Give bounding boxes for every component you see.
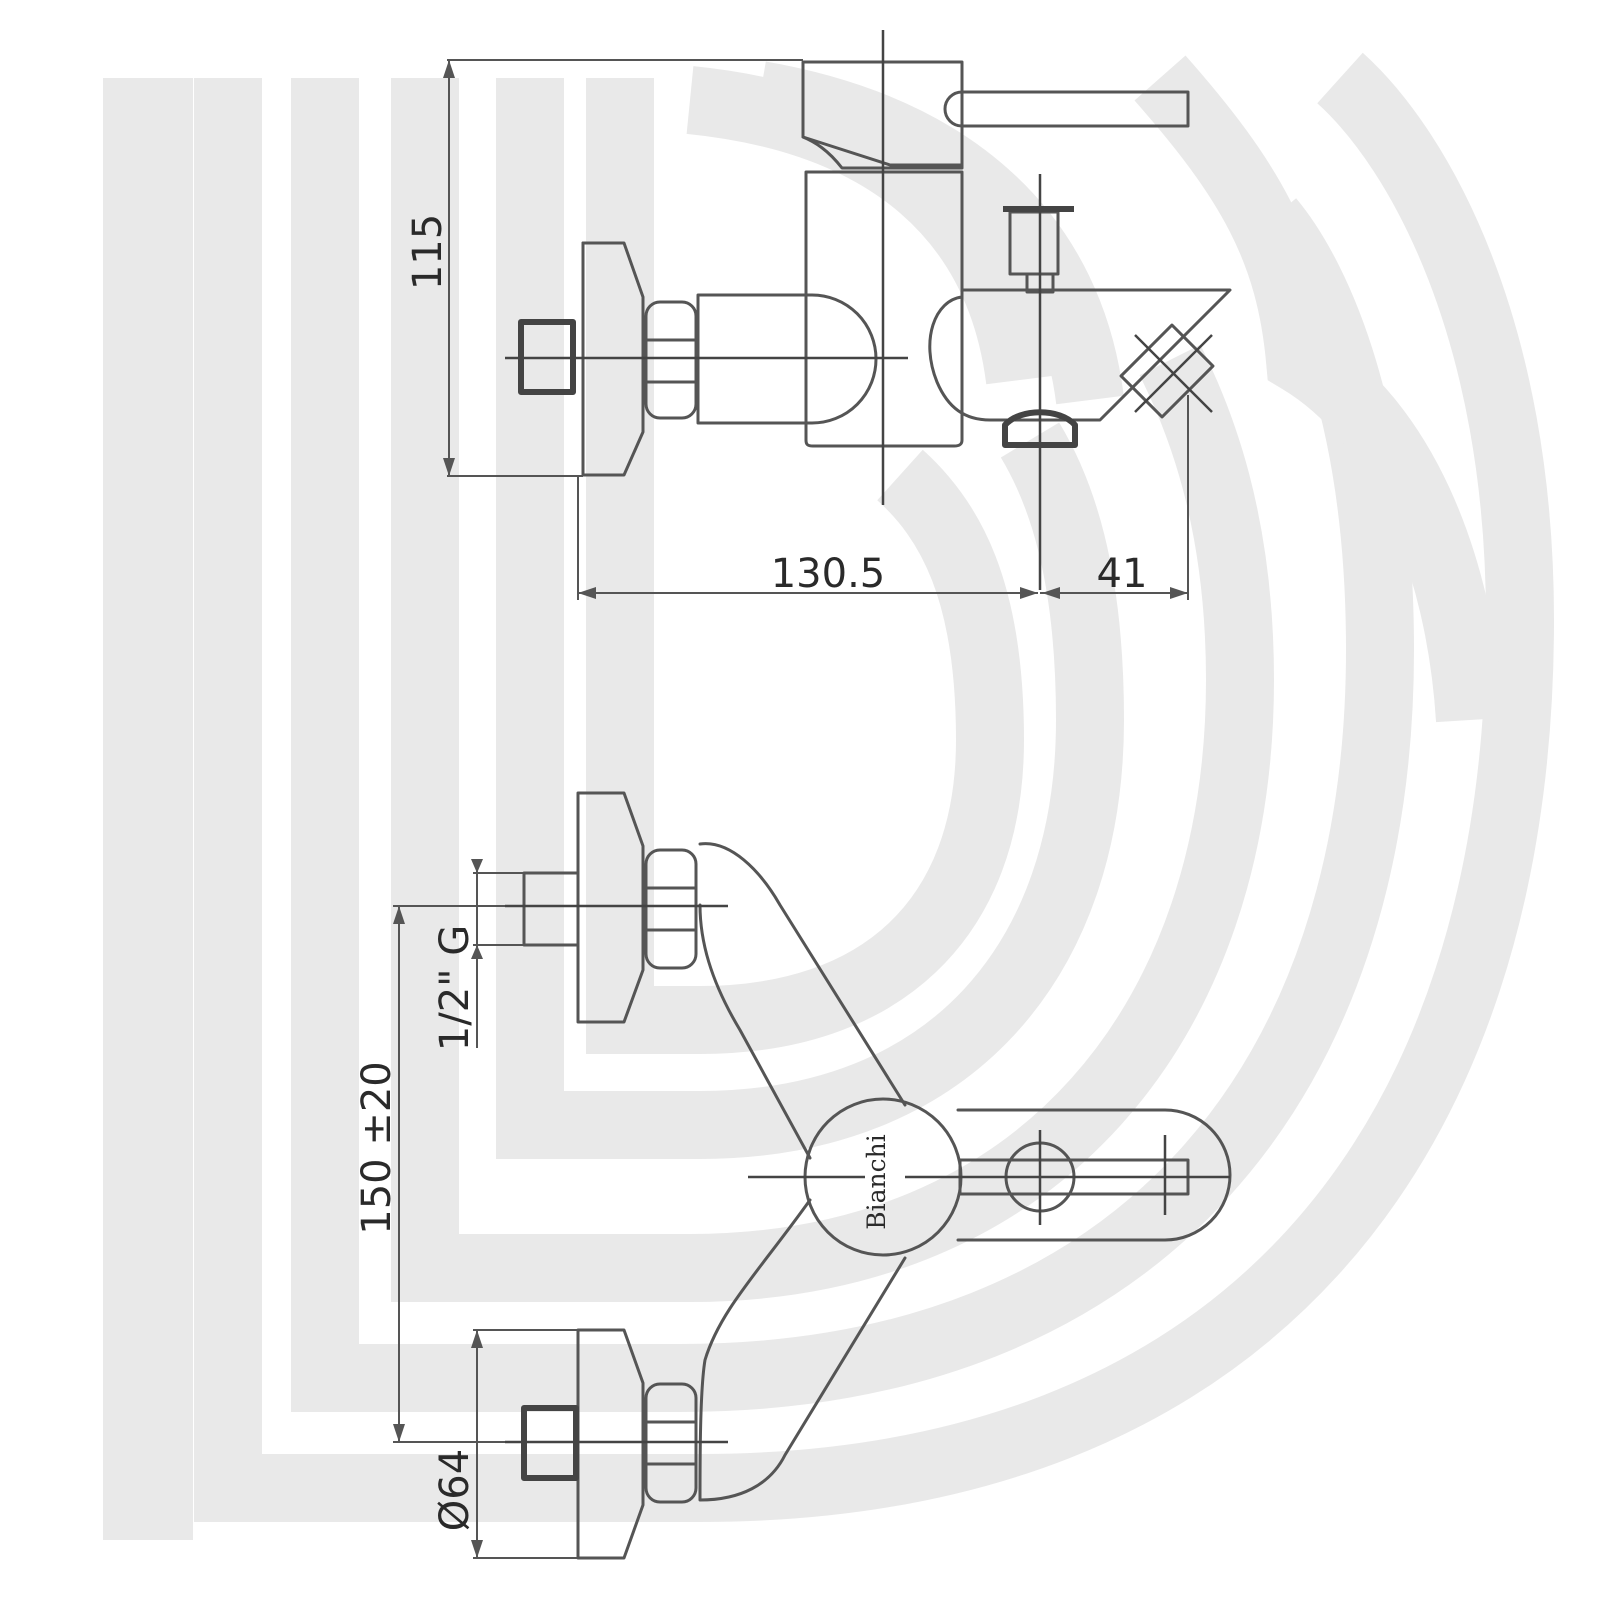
- dim-rosette-diameter: Ø64: [432, 1329, 578, 1559]
- mixer-arm: [696, 293, 878, 425]
- dim-centers: 150 ±20: [354, 905, 505, 1443]
- top-view-center-lines: [505, 30, 1213, 590]
- dim-centers-label: 150 ±20: [354, 1061, 400, 1234]
- front-view-center-lines: [505, 904, 1230, 1444]
- brand-label: Bianchi: [862, 1134, 891, 1229]
- dim-height: 115: [405, 59, 803, 477]
- dim-height-label: 115: [405, 214, 451, 290]
- hex-nut: [644, 300, 698, 420]
- mixer-body: [804, 170, 964, 448]
- top-view: 115 130.5 41: [405, 30, 1232, 600]
- dim-spout-offset-label: 41: [1097, 551, 1148, 597]
- dim-thread: 1/2" G: [432, 859, 524, 1051]
- upper-arm: [698, 842, 907, 1160]
- dim-thread-label: 1/2" G: [432, 925, 478, 1051]
- hose-connector: [1119, 323, 1215, 419]
- dim-spout-offset: 41: [1040, 395, 1189, 600]
- lower-arm: [698, 1198, 907, 1502]
- front-view: Bianchi 1/2" G 150 ±20: [354, 791, 1232, 1560]
- bianchi-b-logo-watermark: [103, 52, 1555, 1540]
- dim-width: 130.5: [577, 475, 1038, 600]
- dim-width-label: 130.5: [771, 551, 886, 597]
- lever-plate: [956, 1108, 1232, 1242]
- spout: [928, 288, 1232, 422]
- dim-rosette-diameter-label: Ø64: [432, 1449, 478, 1531]
- aerator: [1002, 409, 1078, 448]
- upper-inlet: [522, 791, 698, 1024]
- lever: [943, 90, 1190, 128]
